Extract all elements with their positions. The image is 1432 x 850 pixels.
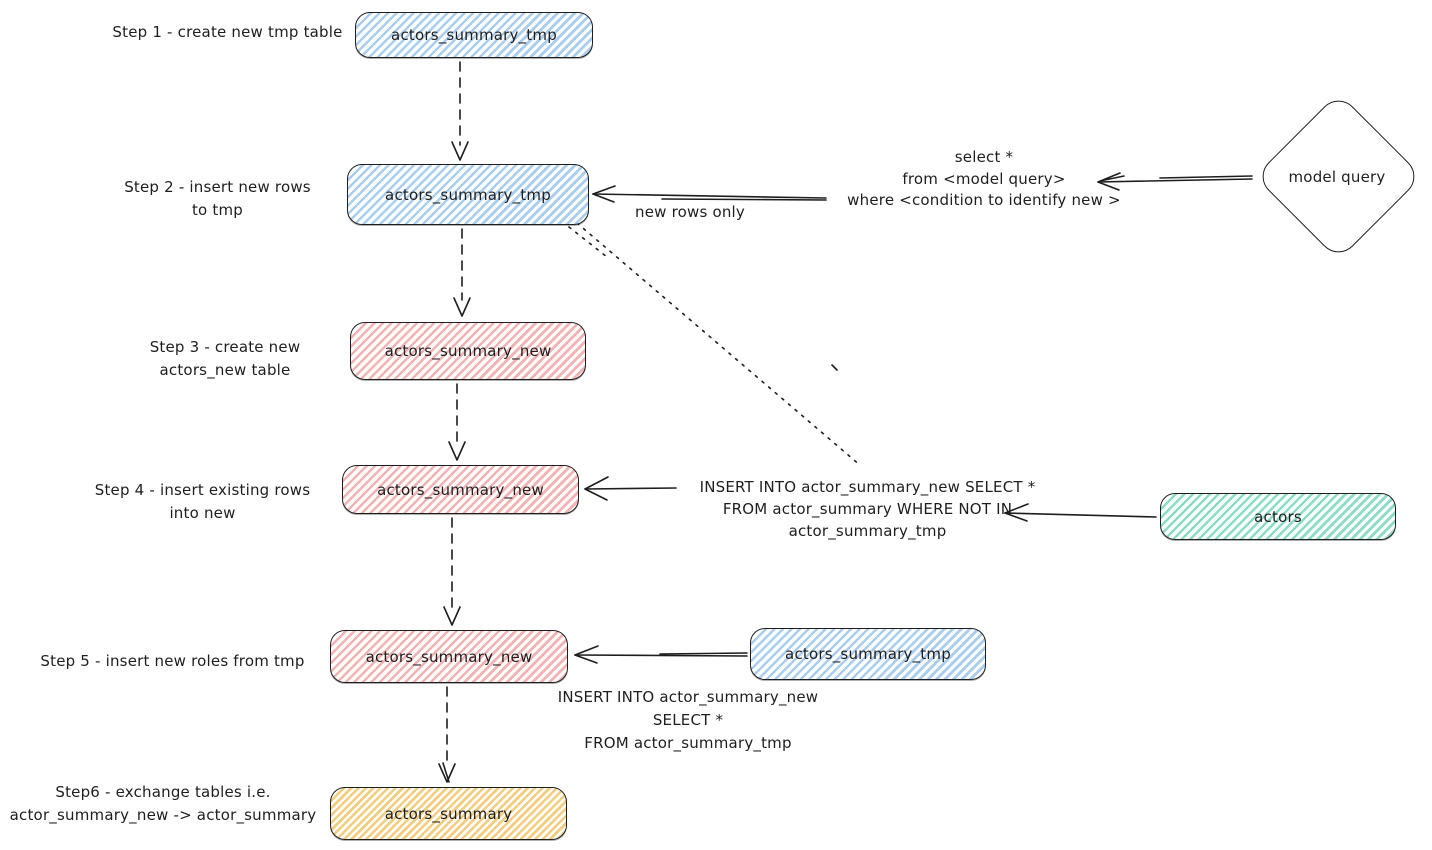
node-label: actors_summary_new: [365, 647, 533, 666]
step1-label: Step 1 - create new tmp table: [112, 23, 343, 41]
arrow-tmpside-to-new: [574, 652, 748, 657]
step3-label: Step 3 - create new actors_new table: [149, 338, 301, 379]
node-label: actors_summary_new: [377, 480, 544, 499]
node-label: actors_summary_tmp: [391, 26, 557, 44]
node-label: actors: [1254, 507, 1302, 526]
node-label: actors_summary_tmp: [785, 645, 951, 663]
stray-mark: [831, 364, 838, 371]
model-query-label: model query: [1288, 168, 1386, 186]
step5-label: Step 5 - insert new roles from tmp: [40, 652, 305, 670]
node-actors-summary-new-step3: actors_summary_new: [350, 322, 586, 380]
node-label: actors_summary: [384, 804, 513, 823]
step6-label: Step6 - exchange tables i.e. actor_summa…: [9, 783, 317, 824]
annotation-select-query: select * from <model query> where <condi…: [847, 148, 1121, 209]
annotation-new-rows-only: new rows only: [635, 203, 745, 221]
step4-label: Step 4 - insert existing rows into new: [94, 481, 311, 522]
node-label: actors_summary_new: [384, 342, 552, 360]
node-actors-summary-tmp-step1: actors_summary_tmp: [355, 12, 593, 58]
node-actors-summary-tmp-step2: actors_summary_tmp: [347, 164, 589, 225]
node-actors-summary-tmp-side: actors_summary_tmp: [750, 628, 986, 680]
node-actors-summary-new-step4: actors_summary_new: [342, 465, 579, 514]
dotted-tmp-to-insert: [576, 222, 862, 467]
dotted-tmp-to-insert-2: [568, 226, 608, 258]
arrow-select-to-tmp: [592, 193, 827, 201]
node-actors-summary-new-step5: actors_summary_new: [330, 630, 568, 683]
node-actors: actors: [1160, 493, 1396, 540]
node-actors-summary-step6: actors_summary: [330, 787, 567, 840]
node-label: actors_summary_tmp: [385, 185, 551, 204]
step2-label: Step 2 - insert new rows to tmp: [124, 178, 311, 219]
annotation-insert-from-tmp: INSERT INTO actor_summary_new SELECT * F…: [557, 688, 819, 752]
annotation-insert-not-in: INSERT INTO actor_summary_new SELECT * F…: [699, 478, 1036, 540]
